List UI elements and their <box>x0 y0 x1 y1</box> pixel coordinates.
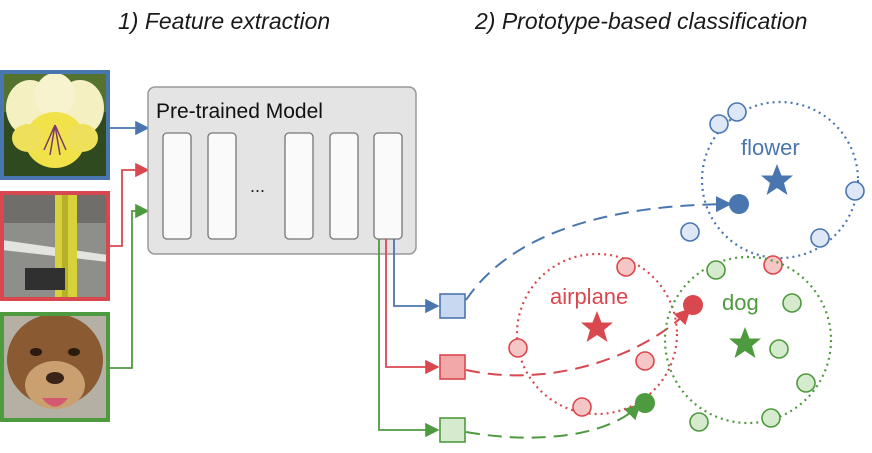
airplane-image <box>0 191 110 301</box>
dog-sample <box>796 373 816 393</box>
flower-image <box>0 70 110 180</box>
airplane-sample <box>572 397 592 417</box>
model-layer <box>329 132 359 240</box>
model-layer <box>162 132 192 240</box>
flower-sample <box>680 222 700 242</box>
dog-image <box>0 312 110 422</box>
dog-sample <box>689 412 709 432</box>
flower-sample <box>810 228 830 248</box>
dog-query-point <box>635 393 655 413</box>
airplane-input-arrow <box>108 162 150 247</box>
dog-feature-arrow <box>378 239 440 438</box>
heading-feature-extraction: 1) Feature extraction <box>118 8 331 34</box>
heading-prototype-classification: 2) Prototype-based classification <box>475 8 808 34</box>
dog-label: dog <box>722 290 759 315</box>
airplane-sample <box>635 351 655 371</box>
airplane-label: airplane <box>550 284 628 309</box>
flower-label: flower <box>741 135 800 160</box>
pretrained-model-box: Pre-trained Model ... <box>147 86 417 255</box>
airplane-sample <box>763 255 783 275</box>
airplane-sample <box>508 338 528 358</box>
dog-sample <box>761 408 781 428</box>
dog-projection <box>465 403 641 439</box>
flower-cluster: flower <box>680 100 865 260</box>
model-title: Pre-trained Model <box>156 100 323 123</box>
dog-sample <box>769 339 789 359</box>
flower-sample <box>727 102 747 122</box>
model-layer <box>284 132 314 240</box>
dog-prototype-star <box>729 327 761 358</box>
airplane-sample <box>616 257 636 277</box>
flower-prototype-star <box>761 164 793 195</box>
flower-feature-arrow <box>393 239 440 314</box>
model-ellipsis: ... <box>250 176 265 196</box>
dog-sample <box>706 260 726 280</box>
airplane-cluster: airplane <box>508 252 783 417</box>
model-layer <box>373 132 403 240</box>
airplane-feature-square <box>439 354 466 380</box>
flower-feature-square <box>439 293 466 319</box>
flower-projection <box>465 196 732 301</box>
airplane-feature-arrow <box>385 239 440 375</box>
dog-feature-square <box>439 417 466 443</box>
flower-sample <box>709 114 729 134</box>
airplane-query-point <box>683 295 703 315</box>
dog-input-arrow <box>108 203 150 369</box>
flower-sample <box>845 181 865 201</box>
model-layer <box>207 132 237 240</box>
dog-cluster: dog <box>635 255 833 432</box>
flower-query-point <box>729 194 749 214</box>
airplane-projection <box>465 308 691 377</box>
dog-sample <box>782 293 802 313</box>
airplane-prototype-star <box>581 311 613 342</box>
